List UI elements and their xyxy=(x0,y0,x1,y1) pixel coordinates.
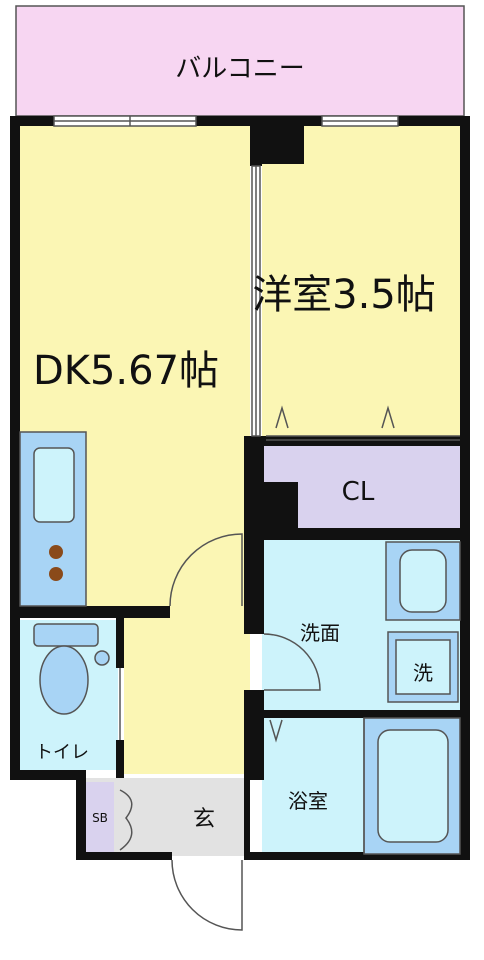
outer-wall-top-left xyxy=(10,116,54,126)
door-shoe-box xyxy=(119,789,133,851)
wall-column-top xyxy=(250,126,304,164)
toilet-fixture xyxy=(33,623,110,715)
wall-western-bottom xyxy=(262,436,462,446)
shoe-box-area xyxy=(86,782,114,852)
toilet-sink xyxy=(94,650,110,666)
wall-toilet-right-low xyxy=(116,740,124,778)
dk-label: DK5.67帖 xyxy=(33,348,219,394)
sliding-partition xyxy=(251,165,261,437)
washroom-fixtures xyxy=(385,541,461,703)
stove-burner-icon xyxy=(49,545,63,559)
balcony-area xyxy=(15,5,465,117)
windows xyxy=(53,115,399,127)
wall-toilet-bottom xyxy=(10,770,86,780)
toilet-tank xyxy=(33,623,99,647)
closet-label: CL xyxy=(342,477,375,507)
vanity-basin xyxy=(399,549,447,613)
balcony: バルコニー xyxy=(15,5,465,117)
washroom-label: 洗面 xyxy=(300,621,340,645)
wall-kitchen-bottom xyxy=(10,606,170,618)
stove-burner-icon xyxy=(49,567,63,581)
outer-wall-bottom-left xyxy=(76,852,172,860)
kitchen-counter xyxy=(19,431,87,607)
wall-entrance-right xyxy=(244,780,250,854)
western-room-label: 洋室3.5帖 xyxy=(252,272,436,318)
bathtub xyxy=(363,717,461,855)
washer-label: 洗 xyxy=(413,661,433,685)
toilet-bowl xyxy=(39,645,89,715)
door-dk xyxy=(169,533,243,607)
toilet-label: トイレ xyxy=(35,742,89,763)
wall-closet-bottom xyxy=(262,528,462,540)
bathroom-label: 浴室 xyxy=(288,789,328,813)
wall-center-bottom xyxy=(244,690,264,780)
outer-wall-top-right xyxy=(398,116,468,126)
shoe-box-label: SB xyxy=(92,811,108,825)
balcony-label: バルコニー xyxy=(175,54,304,84)
dk-corridor-area xyxy=(124,612,250,774)
outer-wall-top-mid xyxy=(196,116,322,126)
door-bathroom xyxy=(269,719,283,743)
outer-wall-right xyxy=(460,116,470,860)
door-entrance xyxy=(171,859,243,931)
closet-doors xyxy=(266,405,460,441)
outer-wall-bottom-right xyxy=(244,852,470,860)
wall-column-mid xyxy=(262,482,298,532)
western-room-area xyxy=(262,124,460,436)
outer-wall-left xyxy=(10,116,20,780)
walls xyxy=(10,116,470,860)
bathtub-inner xyxy=(377,729,449,843)
wall-center-mid xyxy=(244,436,264,540)
outer-wall-left-lower xyxy=(76,770,86,860)
door-washroom xyxy=(263,633,321,691)
kitchen-sink xyxy=(33,447,75,523)
wall-washroom-bottom xyxy=(262,710,462,718)
room-labels: 洋室3.5帖 DK5.67帖 CL 洗面 洗 トイレ 浴室 玄 SB xyxy=(33,272,436,832)
wall-toilet-right xyxy=(116,612,124,668)
entrance-label: 玄 xyxy=(193,807,215,832)
doors xyxy=(119,533,321,931)
wall-center-low xyxy=(244,540,264,634)
